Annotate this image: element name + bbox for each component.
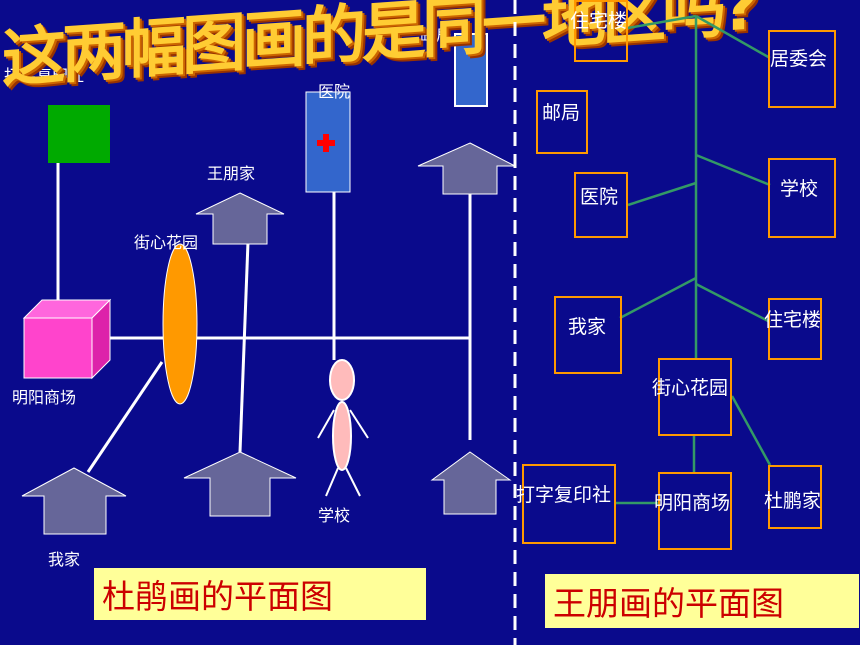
node-committee — [768, 30, 836, 108]
left-label-hospital: 医院 — [318, 82, 351, 101]
branch-residential-mid — [695, 282, 771, 324]
right-label-du-home: 杜鹏家 — [764, 490, 822, 512]
right-label-hospital: 医院 — [580, 186, 619, 208]
left-map-drawing — [21, 33, 516, 535]
top-right-house-icon — [417, 142, 516, 195]
right-label-post-office: 邮局 — [542, 102, 581, 124]
right-map-caption: 王朋画的平面图 — [545, 574, 859, 628]
right-label-school: 学校 — [780, 178, 819, 200]
node-residential-mid — [768, 298, 822, 360]
right-label-garden: 街心花园 — [652, 377, 729, 399]
left-map-caption: 杜鹃画的平面图 — [94, 568, 426, 620]
node-post-office — [536, 90, 588, 154]
wang-home-house-icon — [195, 192, 285, 245]
left-label-my-home: 我家 — [48, 550, 81, 569]
left-label-wang-home: 王朋家 — [207, 164, 256, 183]
right-label-mall: 明阳商场 — [654, 492, 731, 514]
node-hospital — [574, 172, 628, 238]
school-figure-icon — [317, 359, 369, 497]
right-label-committee: 居委会 — [770, 48, 828, 70]
branch-residential-top — [627, 14, 697, 30]
road-diagonal-home — [86, 361, 164, 473]
left-label-garden: 街心花园 — [134, 233, 199, 252]
right-label-typing-shop: 打字复印社 — [516, 484, 612, 506]
left-label-mall: 明阳商场 — [12, 388, 77, 407]
map-divider — [513, 0, 517, 645]
node-garden — [658, 358, 732, 436]
branch-school — [695, 153, 771, 187]
node-residential-top — [574, 0, 628, 62]
branch-committee — [695, 14, 771, 60]
mall-cube-icon — [22, 298, 112, 380]
left-label-post-office: 邮局 — [420, 26, 453, 45]
bottom-right-house-icon — [430, 451, 512, 515]
branch-du-home — [730, 395, 772, 466]
red-cross-icon — [317, 134, 335, 152]
bottom-center-house-icon — [183, 451, 297, 517]
node-mall — [658, 472, 732, 550]
road-wang-vertical — [238, 241, 250, 453]
node-my-home — [554, 296, 622, 374]
branch-hospital — [627, 181, 697, 207]
post-office-block — [454, 33, 488, 107]
branch-my-home — [619, 276, 697, 320]
left-label-typing-shop: 打字复印社 — [4, 66, 85, 85]
typing-shop-block — [48, 105, 110, 163]
left-label-school: 学校 — [318, 506, 351, 525]
node-typing-shop — [522, 464, 616, 544]
garden-ellipse-icon — [162, 243, 198, 405]
node-school — [768, 158, 836, 238]
my-home-house-icon — [21, 467, 127, 535]
node-du-home — [768, 465, 822, 529]
right-label-my-home: 我家 — [568, 316, 607, 338]
right-label-residential-top: 住宅楼 — [570, 10, 628, 32]
right-label-residential-mid: 住宅楼 — [764, 309, 822, 331]
